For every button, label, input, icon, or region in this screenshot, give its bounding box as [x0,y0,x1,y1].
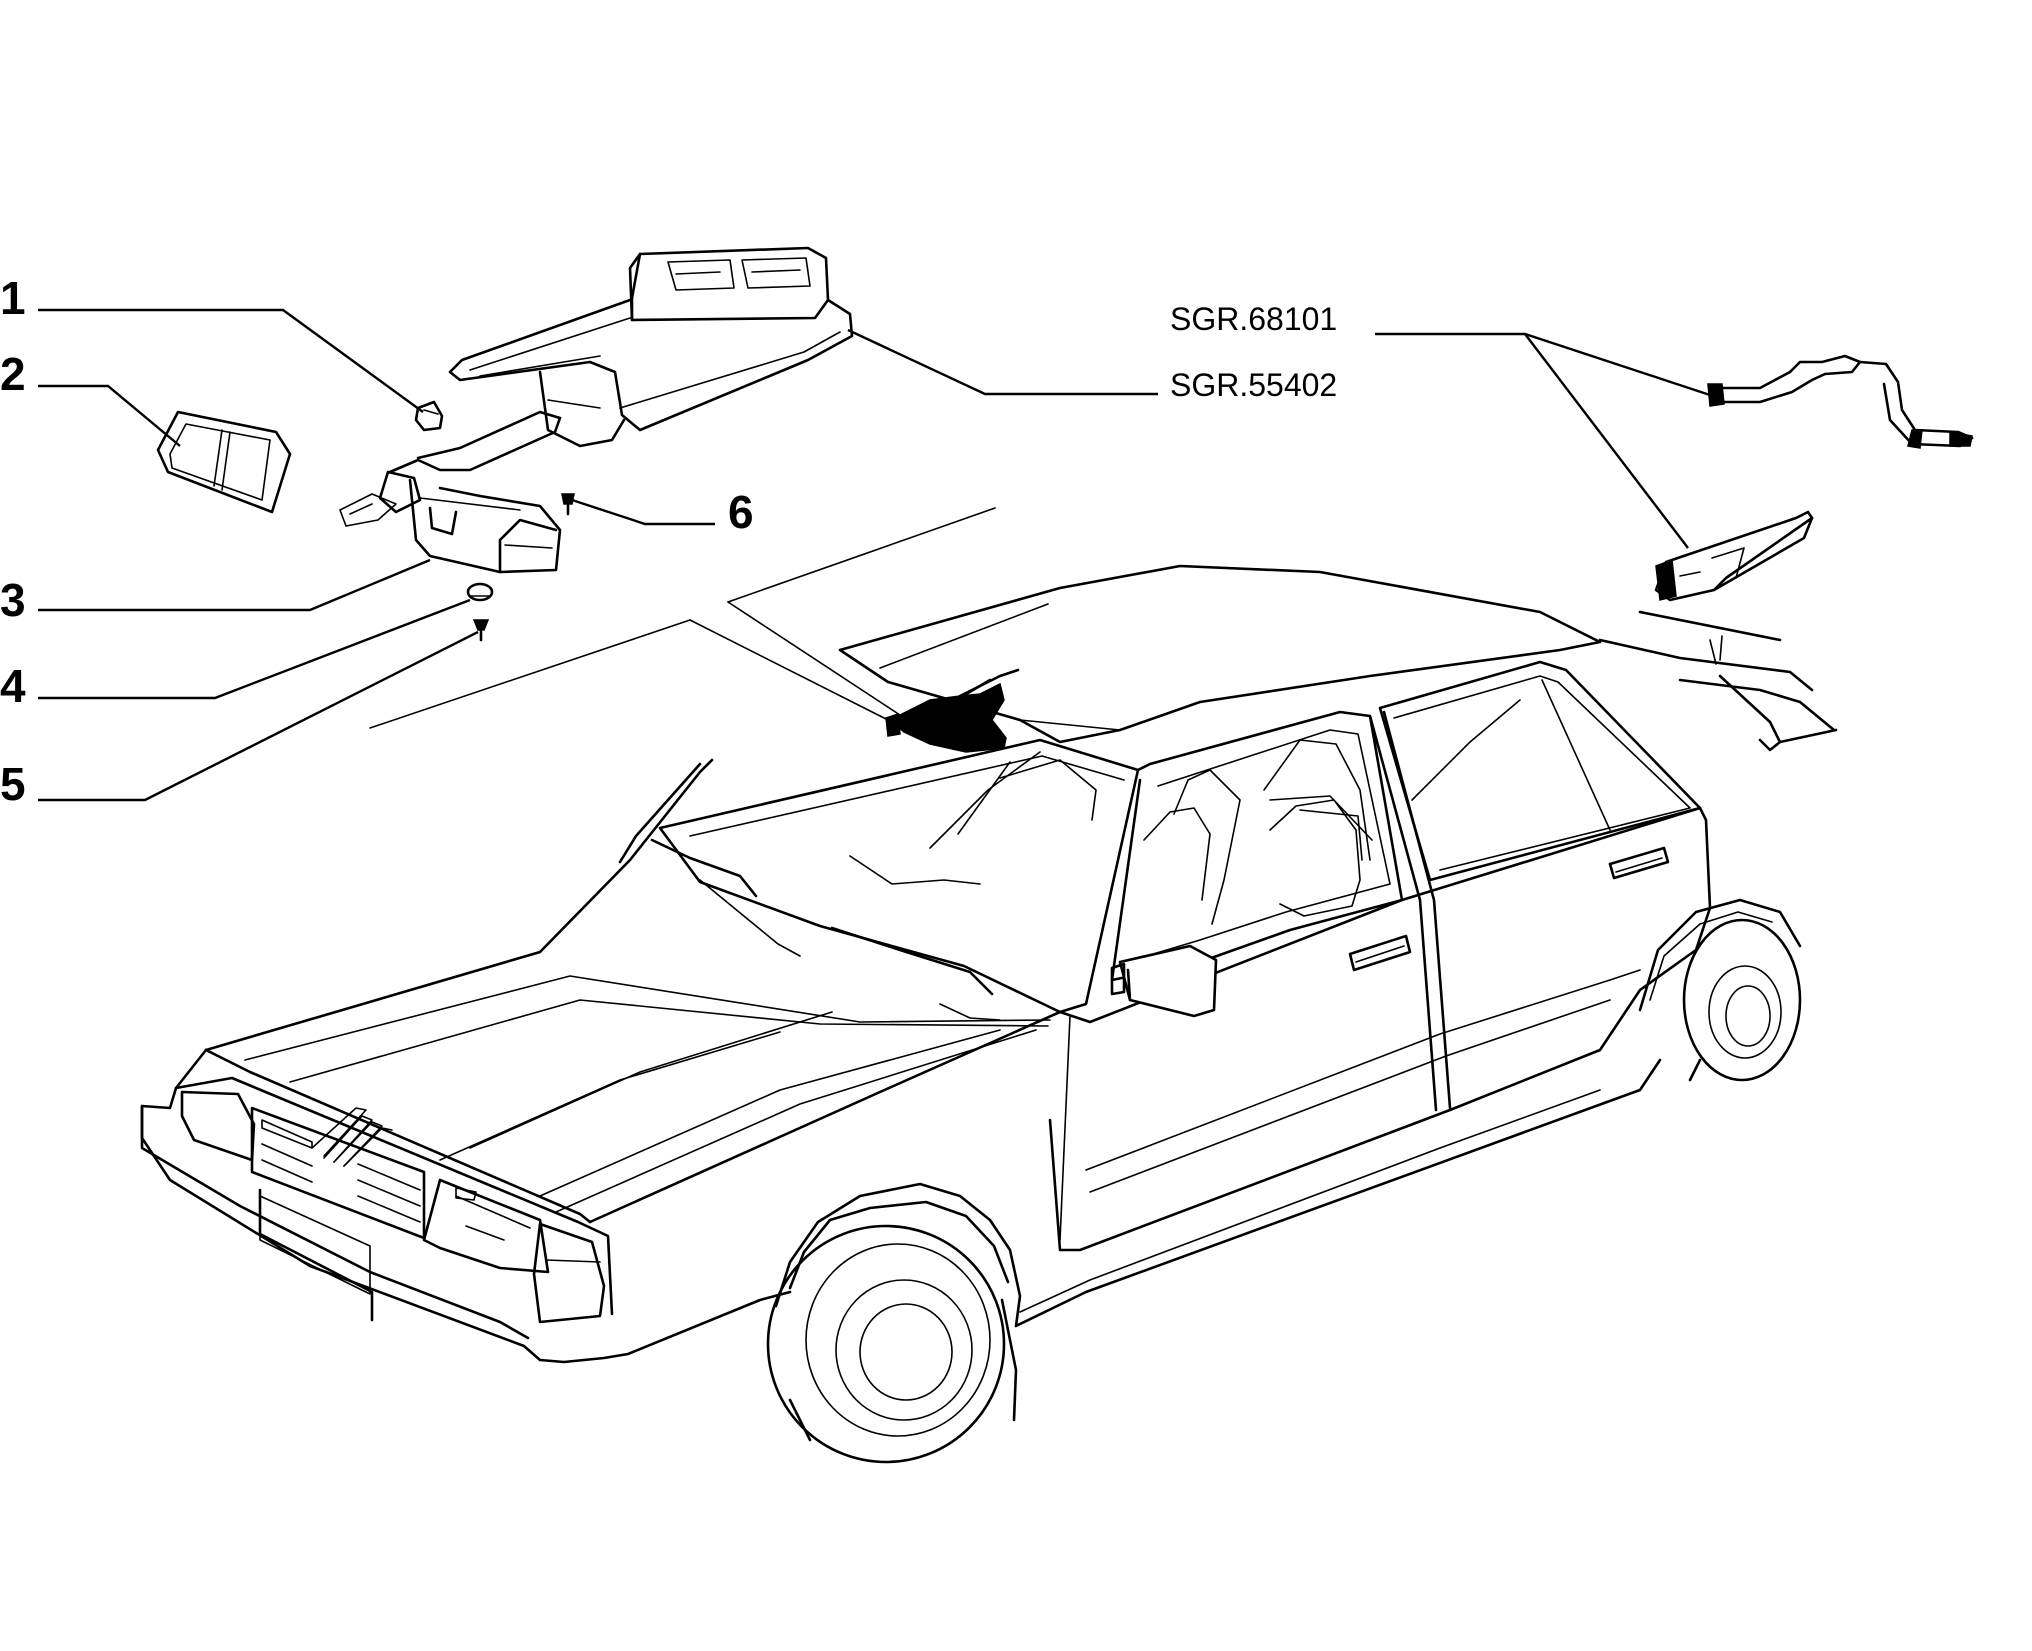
car-roof [838,564,1602,744]
reference-sgr-55402-leader [847,328,1158,396]
reference-sgr-55402: SGR.55402 [847,328,1337,403]
dash-mounted-part [885,668,1020,753]
car-illustration [140,564,1838,1464]
car-badge [455,1187,477,1201]
car-wiper-right [830,926,994,996]
car-rear-wheel [1682,918,1802,1082]
car-license-plate [259,1195,371,1295]
callout-6-leader [571,498,715,526]
car-front-fascia [140,1048,792,1364]
car-front-wheel-arch [774,1182,1022,1328]
car-rear-wheel-arch [1638,898,1802,1012]
callout-2: 2 [0,348,181,447]
callout-3: 3 [0,558,431,626]
car-windshield [658,738,1140,1014]
callout-3-leader [38,558,431,612]
callout-4: 4 [0,598,471,712]
screw-part-5 [472,619,490,642]
callout-1: 1 [0,272,424,413]
callout-3-label: 3 [0,574,26,626]
reference-sgr-68101-label: SGR.68101 [1170,301,1337,337]
reference-sgr-68101: SGR.68101 [1170,301,1711,549]
car-rear-door-handle [1608,846,1670,880]
callout-5: 5 [0,630,479,810]
console-housing-part [448,246,854,448]
callout-6-label: 6 [728,486,754,538]
callout-4-label: 4 [0,660,26,712]
car-front-wheel [766,1224,1006,1464]
callout-1-leader [38,308,424,413]
car-hood [204,758,714,1052]
reference-sgr-55402-label: SGR.55402 [1170,367,1337,403]
car-front-seat [1269,799,1361,917]
car-front-door-handle [1348,934,1412,972]
callout-1-label: 1 [0,272,26,324]
callout-2-leader [38,384,181,447]
reference-sgr-68101-leader-2 [1524,333,1689,549]
callout-5-leader [38,630,479,802]
reference-sgr-68101-leader [1375,332,1711,397]
car-front-door-window [1110,710,1404,982]
callout-2-label: 2 [0,348,26,400]
car-headlight-right [422,1178,550,1274]
car-headlight-left [180,1090,256,1162]
explode-guide-lines [369,507,996,729]
callout-6: 6 [571,486,754,538]
air-duct-part [1654,510,1814,602]
car-rear-deck [1598,638,1814,692]
clip-part-1 [414,400,444,432]
hose-part [1707,354,1974,449]
car-grille [250,1106,426,1240]
car-front-bumper [140,1104,530,1340]
screw-part-6 [561,493,575,516]
callout-5-label: 5 [0,758,26,810]
car-wiper-left [650,838,758,898]
bracket-assembly [339,410,562,574]
car-indicator-right [532,1222,606,1324]
nut-part-4 [466,582,494,602]
callout-4-leader [38,598,471,700]
vent-grille-part-2 [156,410,292,514]
